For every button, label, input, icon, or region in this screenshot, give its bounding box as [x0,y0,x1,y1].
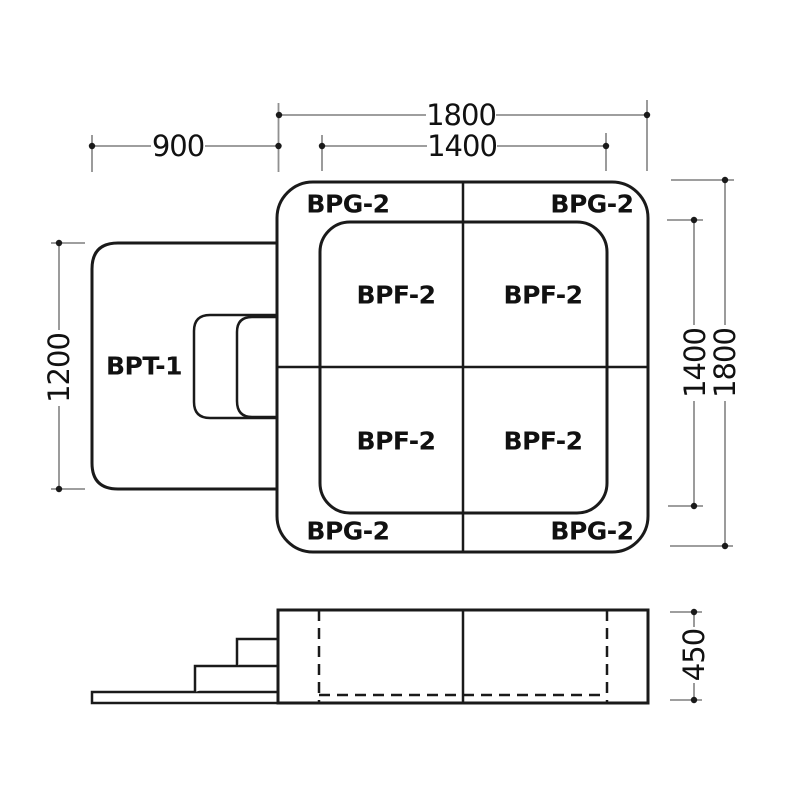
dim-endpoint-dot [275,111,283,119]
dim-endpoint-dot [602,142,610,150]
dim-label-step-unit-depth: 1200 [42,330,76,406]
elevation-view [90,608,650,705]
dim-endpoint-dot [690,216,698,224]
dim-label-outer-width: 1800 [426,98,497,132]
elevation-base-mat [90,690,280,705]
corner-mat-label-bottom-right: BPG-2 [550,517,633,546]
dim-endpoint-dot [721,542,729,550]
floor-mat-label-bottom-left: BPF-2 [357,427,436,456]
dim-label-inner-depth: 1400 [678,325,712,401]
dim-label-bg [680,627,708,683]
dim-value-inner-depth: 1400 [678,328,712,398]
dim-endpoint-dot [690,696,698,704]
dim-label-bg [681,325,709,401]
floor-mat-label-top-right: BPF-2 [504,281,583,310]
dim-endpoint-dot [690,502,698,510]
elevation-middle-step [193,664,278,692]
floor-mat-label-bottom-right: BPF-2 [504,427,583,456]
dim-endpoint-dot [721,176,729,184]
dim-label-bg [711,325,739,401]
corner-mat-label-bottom-left: BPG-2 [306,517,389,546]
elevation-top-step [235,637,278,666]
dimension-annotations: 1800 1400 900 1200 1400 1800 450 [42,98,742,704]
dim-label-bg [426,101,496,129]
dim-value-outer-depth: 1800 [708,328,742,398]
floor-mat-label-top-left: BPF-2 [357,281,436,310]
dim-label-inner-width: 1400 [427,129,498,163]
dim-endpoint-dot [318,142,326,150]
dim-label-bg [45,330,73,406]
dim-label-step-unit-width: 900 [151,129,205,163]
dim-value-step-unit-depth: 1200 [42,333,76,403]
dim-value-outer-width: 1800 [426,98,496,132]
step-unit-outline [90,241,278,491]
dim-endpoint-dot [88,142,96,150]
dim-endpoint-dot [643,111,651,119]
dim-label-block-height: 450 [677,627,711,683]
dim-value-block-height: 450 [677,629,711,681]
dim-endpoint-dot [275,142,282,150]
dim-value-inner-width: 1400 [427,129,497,163]
dim-label-bg [427,132,497,160]
dim-endpoint-dot [55,239,63,247]
dim-endpoint-dot [55,485,63,493]
plan-view: BPG-2 BPG-2 BPG-2 BPG-2 BPF-2 BPF-2 BPF-… [90,180,650,554]
corner-mat-label-top-left: BPG-2 [306,190,389,219]
step-unit-tread-inner [235,315,278,419]
dim-label-bg [151,132,205,160]
dim-label-outer-depth: 1800 [708,325,742,401]
corner-mat-label-top-right: BPG-2 [550,190,633,219]
dim-value-step-unit-width: 900 [152,129,204,163]
dim-endpoint-dot [690,608,698,616]
step-unit-label: BPT-1 [106,352,182,381]
